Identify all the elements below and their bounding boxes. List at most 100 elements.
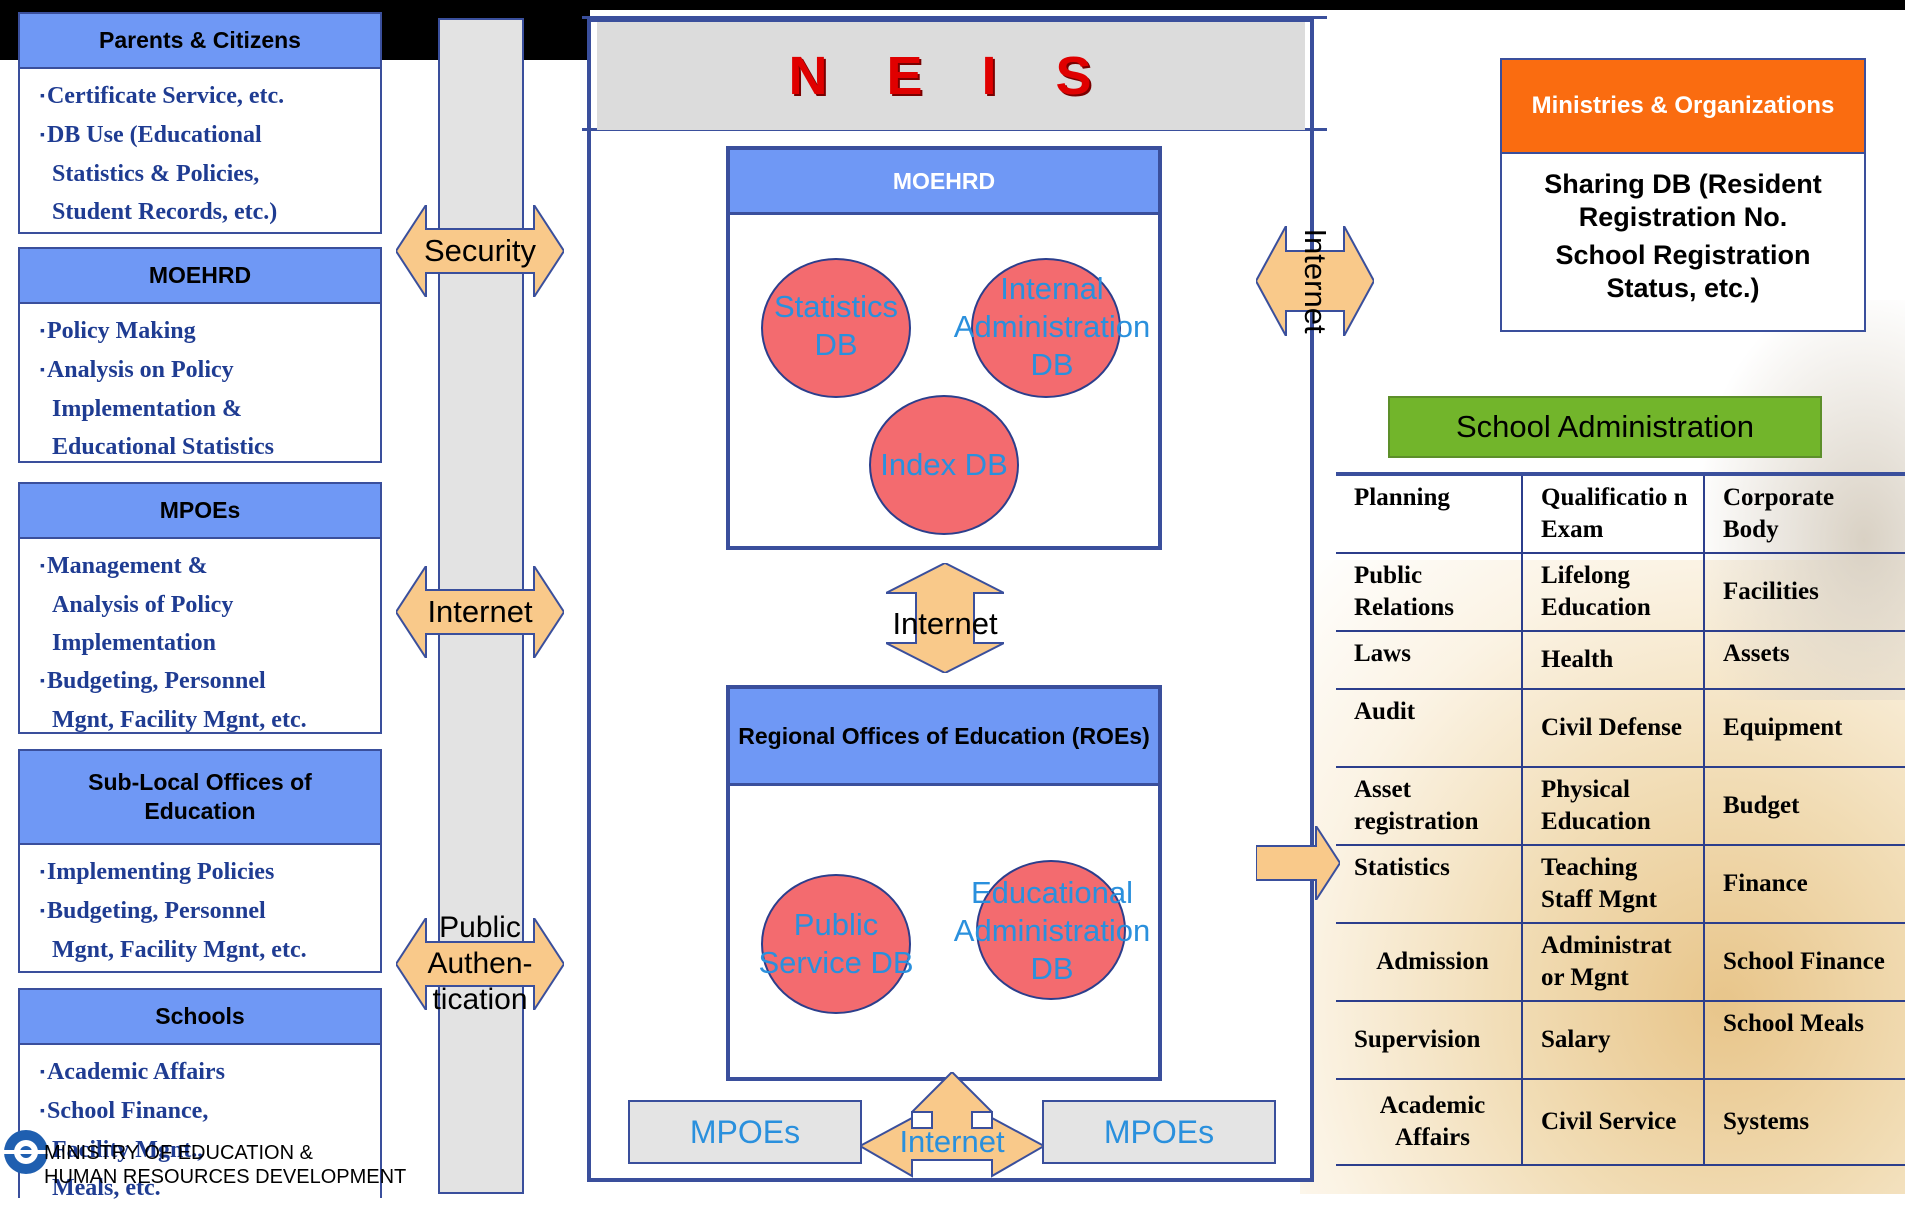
table-cell: Systems	[1704, 1079, 1905, 1166]
internet-bottom-arrow: Internet	[857, 1070, 1047, 1180]
neis-title: N E I S	[788, 46, 1114, 106]
table-cell: Supervision	[1336, 1001, 1523, 1080]
internet-left-label: Internet	[427, 594, 533, 630]
table-cell: Health	[1522, 631, 1705, 690]
table-cell: Budget	[1704, 767, 1905, 846]
bullet-icon: ▪	[40, 128, 45, 143]
security-label: Security	[424, 233, 536, 269]
list-item-text: Budgeting, Personnel	[46, 668, 266, 694]
table-cell: Assets	[1704, 631, 1905, 690]
educational-admin-db-label: Educational Administration DB	[953, 875, 1151, 986]
internet-left-arrow: Internet	[394, 562, 566, 662]
bullet-icon: ▪	[40, 89, 45, 104]
bullet-icon: ▪	[40, 865, 45, 880]
internal-admin-db-circle	[971, 258, 1121, 398]
schools-role-title: Schools	[20, 990, 380, 1045]
internet-bottom-label: Internet	[899, 1124, 1005, 1160]
table-cell: Statistics	[1336, 845, 1523, 924]
sublocal-offices-list: ▪Implementing Policies▪Budgeting, Person…	[20, 845, 380, 975]
parents-citizens-title: Parents & Citizens	[20, 14, 380, 69]
bullet-icon: ▪	[40, 324, 45, 339]
internet-right-arrow: Internet	[1254, 225, 1376, 337]
table-cell: Admission	[1336, 923, 1523, 1002]
table-cell: School Meals	[1704, 1001, 1905, 1080]
schools-role-list: ▪Academic Affairs▪ School Finance, Facilit…	[20, 1045, 380, 1213]
internal-admin-db-label: Internal Administration DB	[953, 271, 1151, 382]
index-db-circle	[869, 395, 1019, 535]
table-cell: Physical Education	[1522, 767, 1705, 846]
list-item-text: Implementing Policies	[46, 859, 275, 885]
logo-line2: HUMAN RESOURCES DEVELOPMENT	[44, 1166, 407, 1188]
ministries-body-line1: Sharing DB (Resident Registration No.	[1544, 169, 1822, 232]
list-item: ▪Management &	[40, 547, 370, 586]
bullet-icon: ▪	[40, 363, 45, 378]
table-cell: Finance	[1704, 845, 1905, 924]
ministries-body-line2: School Registration Status, etc.)	[1555, 240, 1811, 303]
list-item-text: Certificate Service, etc.	[46, 83, 285, 109]
internet-mid-arrow: Internet	[885, 561, 1005, 675]
list-item-text: DB Use (Educational	[46, 122, 262, 148]
bullet-icon: ▪	[40, 904, 45, 919]
roe-db-title: Regional Offices of Education (ROEs)	[730, 689, 1158, 786]
list-item: ▪Analysis on Policy	[40, 351, 370, 390]
list-item: ▪Implementing Policies	[40, 853, 370, 892]
table-cell: Administrat or Mgnt	[1522, 923, 1705, 1002]
bullet-icon: ▪	[40, 1065, 45, 1080]
internet-mid-label: Internet	[892, 606, 998, 642]
ministry-logo-text: MINISTRY OF EDUCATION & HUMAN RESOURCES …	[44, 1141, 406, 1189]
parents-citizens-box: Parents & Citizens ▪Certificate Service,…	[18, 12, 382, 234]
moehrd-db-title: MOEHRD	[730, 150, 1158, 215]
top-dark-band	[0, 0, 1905, 10]
table-cell: Corporate Body	[1704, 472, 1905, 554]
list-item-continuation: Statistics & Policies,	[52, 161, 260, 187]
ministries-body: Sharing DB (Resident Registration No. Sc…	[1502, 154, 1864, 319]
list-item: ▪Academic Affairs	[40, 1053, 370, 1092]
list-item-continuation: Facility Mgnt.,	[52, 1137, 204, 1163]
list-item-text: Analysis on Policy	[46, 357, 234, 383]
list-item-continuation: Mgnt, Facility Mgnt, etc.	[52, 707, 307, 733]
list-item-continuation: Implementation &	[52, 396, 242, 422]
sublocal-offices-box: Sub-Local Offices of Education ▪Implemen…	[18, 749, 382, 973]
list-item-continuation: Implementation	[52, 630, 216, 656]
list-item-text: Academic Affairs	[46, 1059, 225, 1085]
bullet-icon: ▪	[40, 559, 45, 574]
public-auth-label: Public Authen- tication	[427, 911, 533, 1016]
school-admin-title: School Administration	[1388, 396, 1822, 458]
internet-right-label: Internet	[1297, 228, 1333, 334]
moehrd-role-box: MOEHRD ▪Policy Making▪Analysis on Policy…	[18, 247, 382, 463]
mpoes-right-node: MPOEs	[1042, 1100, 1276, 1164]
school-admin-arrow	[1255, 822, 1342, 904]
table-cell: Asset registration	[1336, 767, 1523, 846]
public-service-db-label: Public Service DB	[758, 907, 914, 980]
list-item: ▪DB Use (Educational	[40, 116, 370, 155]
table-cell: Audit	[1336, 689, 1523, 768]
table-cell: Teaching Staff Mgnt	[1522, 845, 1705, 924]
list-item-text: School Finance,	[46, 1098, 209, 1124]
public-auth-arrow: Public Authen- tication	[394, 911, 566, 1016]
table-cell: School Finance	[1704, 923, 1905, 1002]
table-cell: Civil Service	[1522, 1079, 1705, 1166]
ministries-title: Ministries & Organizations	[1502, 60, 1864, 154]
statistics-db-label: Statistics DB	[773, 289, 899, 362]
list-item-text: Budgeting, Personnel	[46, 898, 266, 924]
table-cell: Lifelong Education	[1522, 553, 1705, 632]
mpoes-role-title: MPOEs	[20, 484, 380, 539]
sublocal-offices-title: Sub-Local Offices of Education	[20, 751, 380, 845]
list-item-continuation: Analysis of Policy	[52, 592, 234, 618]
list-item-continuation: Educational Statistics	[52, 434, 275, 460]
statistics-db-circle	[761, 258, 911, 398]
parents-citizens-list: ▪Certificate Service, etc.▪DB Use (Educa…	[20, 69, 380, 237]
list-item: ▪Certificate Service, etc.	[40, 77, 370, 116]
